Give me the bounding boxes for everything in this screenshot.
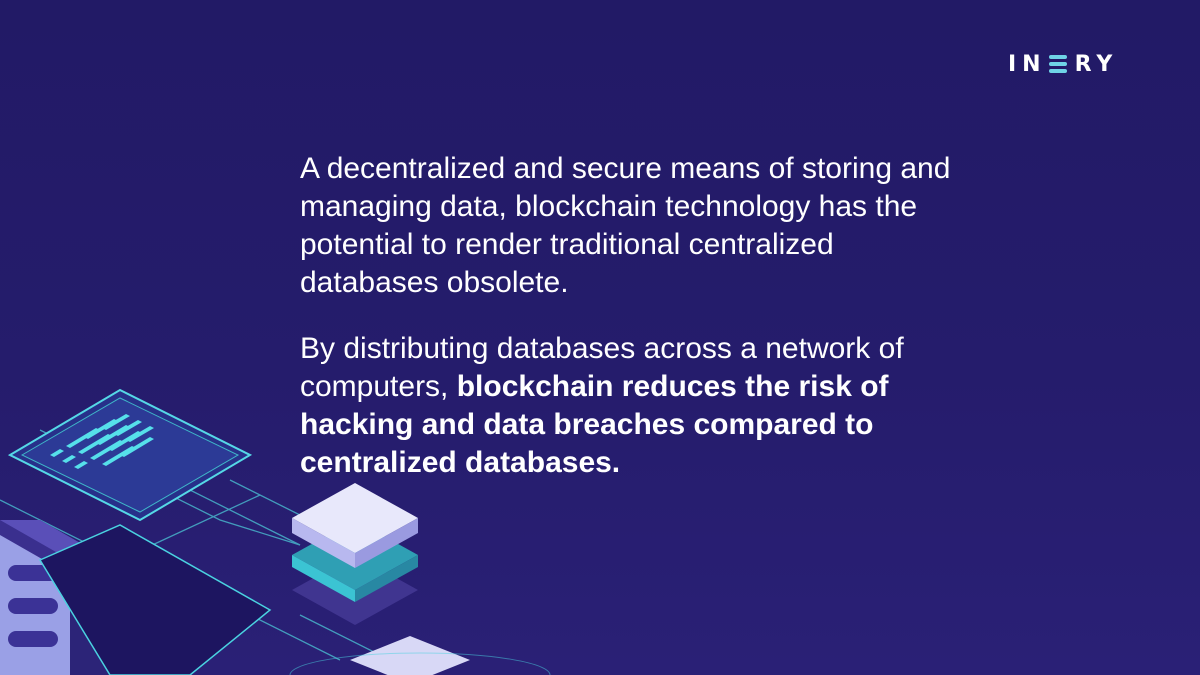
paragraph-2-normal: By distributing databases across a netwo… xyxy=(300,332,904,403)
inery-logo: IN RY xyxy=(1008,51,1119,77)
paragraph-2: By distributing databases across a netwo… xyxy=(300,330,960,482)
paragraph-1: A decentralized and secure means of stor… xyxy=(300,152,951,299)
logo-text-left: IN xyxy=(1008,51,1047,77)
paragraph-2-bold: blockchain reduces the risk of hacking a… xyxy=(300,370,889,479)
stacked-bars-logo-icon xyxy=(1047,53,1069,75)
main-text: A decentralized and secure means of stor… xyxy=(300,150,960,510)
logo-text-right: RY xyxy=(1074,51,1119,77)
cube-block xyxy=(292,483,418,625)
bottom-cube xyxy=(289,636,551,675)
platform xyxy=(38,524,272,675)
data-panel xyxy=(7,388,253,522)
